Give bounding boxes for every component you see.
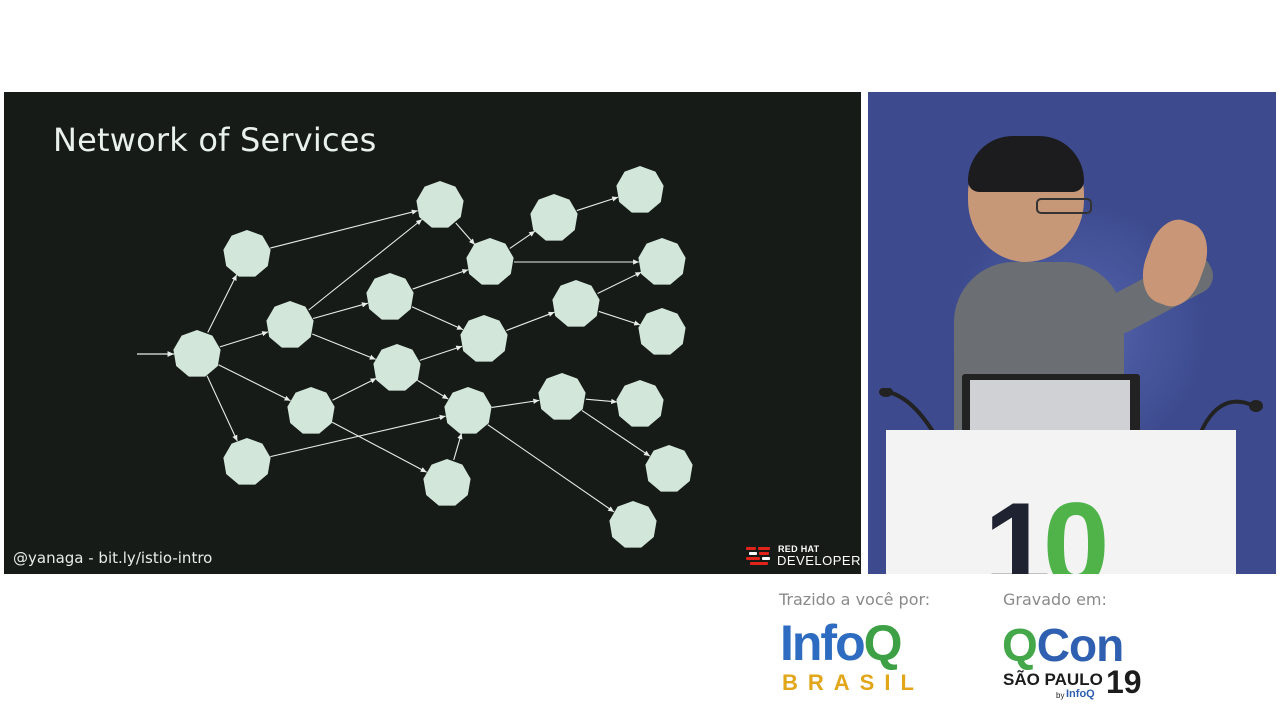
service-edge <box>585 398 618 405</box>
infoq-wordmark: InfoQ <box>780 615 903 671</box>
diagram-edges <box>137 196 651 513</box>
qcon-city: SÃO PAULO <box>1003 670 1103 689</box>
service-edge <box>453 432 463 461</box>
slide-footer: @yanaga - bit.ly/istio-intro <box>13 549 213 567</box>
service-edge <box>487 424 615 513</box>
service-edge <box>597 271 642 294</box>
service-edge <box>207 274 238 333</box>
laptop <box>962 374 1140 432</box>
service-node <box>466 238 514 285</box>
service-edge <box>332 377 377 401</box>
brand-bottom-text: DEVELOPER <box>777 553 861 568</box>
presentation-slide: Network of Services @yanaga - bit.ly/ist… <box>4 92 861 574</box>
service-node <box>266 301 314 348</box>
service-edge <box>308 218 423 311</box>
infoq-subtitle: BRASIL <box>782 670 924 695</box>
service-edge <box>218 364 291 402</box>
service-edge <box>411 306 464 331</box>
service-edge <box>331 421 427 473</box>
service-node <box>423 459 471 506</box>
service-edge <box>581 409 651 457</box>
slide-title: Network of Services <box>53 121 377 159</box>
laptop-lid <box>970 380 1130 430</box>
qcon-by: by <box>1056 691 1065 700</box>
service-node <box>444 387 492 434</box>
service-edge <box>270 414 446 458</box>
service-edge <box>206 375 238 442</box>
service-edge <box>419 345 463 361</box>
service-node <box>538 373 586 420</box>
service-node <box>287 387 335 434</box>
diagram-nodes <box>173 166 693 548</box>
brand-top-text: RED HAT <box>778 544 820 554</box>
service-edge <box>506 311 555 331</box>
speaker-glasses <box>1036 198 1092 214</box>
podium-number: 10 <box>984 478 1109 574</box>
service-node <box>616 380 664 427</box>
service-edge <box>219 331 269 348</box>
service-node <box>223 230 271 277</box>
red-hat-developer-logo: RED HAT DEVELOPER <box>746 544 861 570</box>
service-edge <box>270 209 418 249</box>
speaker-video: 10 <box>868 92 1276 574</box>
service-edge <box>312 302 369 320</box>
infoq-brasil-logo[interactable]: InfoQ BRASIL <box>780 618 940 700</box>
service-edge <box>455 222 476 246</box>
service-node <box>173 330 221 377</box>
service-edge <box>576 196 619 212</box>
service-node <box>460 315 508 362</box>
service-node <box>552 280 600 327</box>
service-node <box>638 238 686 285</box>
service-node <box>416 181 464 228</box>
service-node <box>366 273 414 320</box>
service-edge <box>412 269 469 290</box>
service-node <box>373 344 421 391</box>
service-node <box>223 438 271 485</box>
service-node <box>530 194 578 241</box>
qcon-by-infoq: InfoQ <box>1066 688 1095 700</box>
service-network-diagram <box>137 166 693 548</box>
service-edge <box>598 310 641 326</box>
qcon-wordmark: QCon <box>1002 619 1124 671</box>
podium <box>886 430 1236 574</box>
service-edge <box>509 230 536 249</box>
service-edge <box>417 379 449 400</box>
qcon-sao-paulo-logo[interactable]: QCon SÃO PAULO by InfoQ 19 <box>1002 622 1152 704</box>
speaker-hair <box>968 136 1084 192</box>
red-hat-mark-icon <box>746 547 772 567</box>
service-node <box>616 166 664 213</box>
qcon-year: 19 <box>1106 664 1142 700</box>
service-edge <box>491 398 540 409</box>
sponsor-label: Trazido a você por: <box>779 590 931 609</box>
service-node <box>609 501 657 548</box>
recorded-at-label: Gravado em: <box>1003 590 1107 609</box>
service-edge <box>312 333 376 360</box>
service-node <box>645 445 693 492</box>
service-node <box>638 308 686 355</box>
